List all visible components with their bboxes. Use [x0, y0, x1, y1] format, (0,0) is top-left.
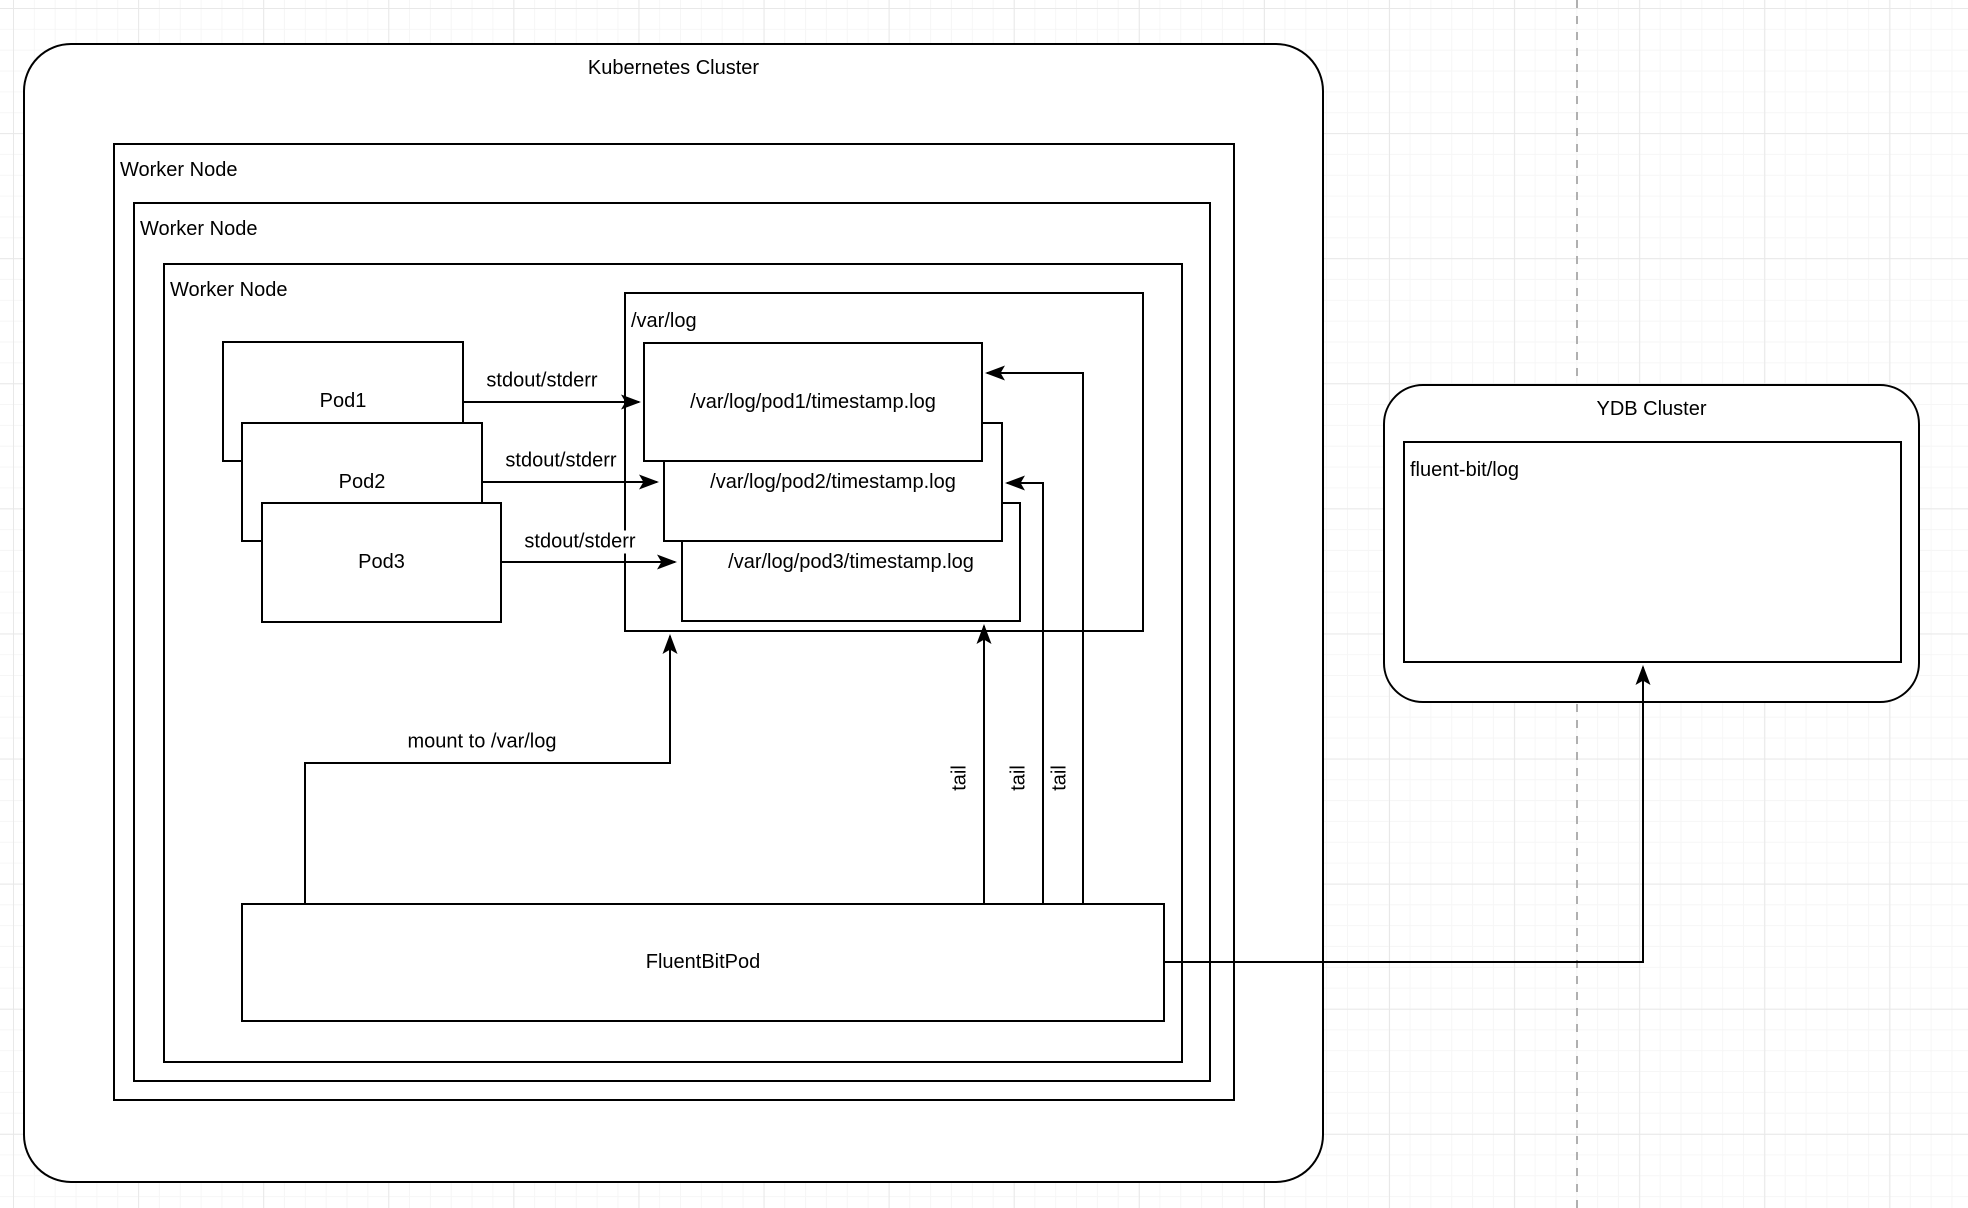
edge-mount-varlog-arrow[interactable] [304, 634, 678, 903]
fluentbit-pod-label: FluentBitPod [645, 951, 761, 973]
log-file-pod2-label: /var/log/pod2/timestamp.log [710, 470, 956, 493]
edge-tail-pod2-arrow[interactable] [1005, 475, 1044, 903]
pod3-label: Pod3 [358, 551, 405, 573]
ydb-cluster-label: YDB Cluster [1596, 398, 1707, 420]
fluentbit-pod-box[interactable]: FluentBitPod [241, 903, 1165, 1022]
worker-node-outer-label: Worker Node [120, 159, 238, 181]
edge-fluentbit-to-ydb-arrow[interactable] [1165, 665, 1651, 963]
kubernetes-cluster-label: Kubernetes Cluster [587, 57, 760, 79]
fluent-bit-log-label: fluent-bit/log [1410, 459, 1519, 481]
edge-label-tail-3: tail [1048, 763, 1072, 793]
worker-node-middle-label: Worker Node [140, 218, 258, 240]
edge-label-stdout-2: stdout/stderr [502, 449, 620, 473]
edge-label-stdout-1: stdout/stderr [483, 369, 601, 393]
edge-label-mount: mount to /var/log [404, 730, 560, 754]
edge-tail-pod1-arrow[interactable] [985, 365, 1084, 903]
pod1-label: Pod1 [319, 390, 367, 412]
edge-label-stdout-3: stdout/stderr [521, 530, 639, 554]
fluent-bit-log-box[interactable]: fluent-bit/log [1403, 441, 1902, 663]
edge-label-tail-1: tail [948, 763, 972, 793]
log-file-pod1[interactable]: /var/log/pod1/timestamp.log [643, 342, 983, 462]
pod2-label: Pod2 [338, 470, 386, 493]
worker-node-inner-label: Worker Node [170, 279, 288, 301]
var-log-folder-label: /var/log [631, 310, 697, 332]
pod3-box[interactable]: Pod3 [261, 502, 502, 623]
edge-label-tail-2: tail [1007, 763, 1031, 793]
log-file-pod1-label: /var/log/pod1/timestamp.log [690, 390, 936, 413]
log-file-pod3-label: /var/log/pod3/timestamp.log [728, 550, 974, 573]
